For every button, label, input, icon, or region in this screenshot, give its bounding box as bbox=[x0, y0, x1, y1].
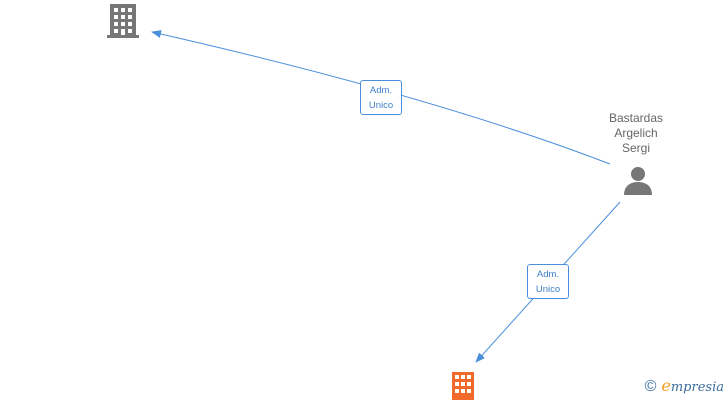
edge-label-bottom-line-1: Adm. bbox=[536, 269, 560, 280]
edge-label-top-line-1: Adm. bbox=[369, 85, 393, 96]
edge-person-to-company-top bbox=[151, 30, 611, 165]
person-name-line-1: Bastardas bbox=[608, 111, 664, 125]
edge-label-bottom-line-2: Unico bbox=[535, 284, 561, 295]
person-icon bbox=[624, 167, 652, 195]
brand-logo[interactable]: empresia bbox=[661, 377, 724, 397]
person-node[interactable] bbox=[623, 165, 653, 200]
company-node-top[interactable] bbox=[107, 4, 139, 43]
building-icon bbox=[452, 372, 474, 400]
building-icon bbox=[107, 4, 139, 38]
brand-logo-rest: mpresia bbox=[670, 380, 724, 395]
edge-label-top[interactable]: Adm. Unico bbox=[360, 80, 402, 115]
company-node-bottom[interactable] bbox=[450, 372, 476, 400]
person-name[interactable]: Bastardas Argelich Sergi bbox=[596, 111, 676, 156]
brand-logo-initial: e bbox=[661, 376, 671, 395]
person-name-line-2: Argelich bbox=[614, 126, 658, 140]
person-name-line-3: Sergi bbox=[621, 141, 650, 155]
copyright-icon: © bbox=[644, 378, 657, 395]
edge-label-bottom[interactable]: Adm. Unico bbox=[527, 264, 569, 299]
edge-label-top-line-2: Unico bbox=[368, 100, 394, 111]
footer-branding: © empresia bbox=[644, 377, 724, 397]
